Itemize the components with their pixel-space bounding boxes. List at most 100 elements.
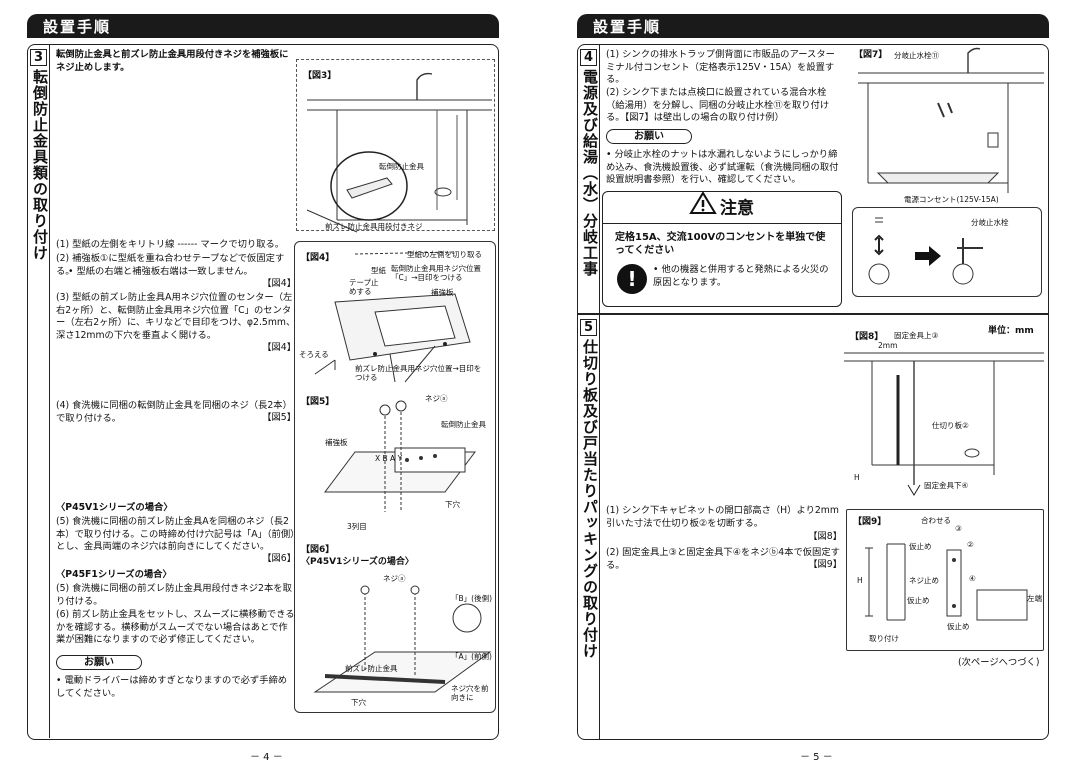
fig4-callout-template: 型紙 [371, 266, 386, 275]
fig9-callout-2: ② [967, 540, 974, 549]
figure-9-drawing [865, 543, 1028, 621]
fig7-callout-outlet: 電源コンセント(125V-15A) [904, 195, 999, 204]
section-5-sidebar: 5 仕切り板及び戸当たりパッキングの取り付け [578, 315, 600, 739]
warning-triangle-icon [689, 191, 717, 225]
fig9-callout-temp1: 仮止め [909, 542, 932, 551]
step-4: (4) 食洗機に同梱の転倒防止金具を同梱のネジ（長2本）で取り付ける。 [56, 400, 292, 424]
p45v1-heading: 〈P45V1シリーズの場合〉 [56, 502, 173, 513]
figure-4-6-box: 【図4】 型紙の左側を切り取る 型紙 転倒防止金具用ネジ穴位置「C」→目印をつけ… [294, 241, 496, 713]
fig6-callout-back: 「B」(後側) [451, 594, 492, 603]
figure-5-label: 【図5】 [301, 397, 335, 407]
continue-note: (次ページへつづく) [958, 657, 1040, 668]
fig4-callout-cut: 型紙の左側を切り取る [407, 250, 482, 259]
p45v1-step5: (5) 食洗機に同梱の前ズレ防止金具Aを同梱のネジ（長2本）で取り付ける。この時… [56, 516, 295, 552]
fig4-callout-c: 転倒防止金具用ネジ穴位置「C」→目印をつける [391, 264, 481, 282]
fig8-callout-top: 固定金具上③ [894, 331, 939, 340]
fig7-callout-valve-detail: 分岐止水栓 [971, 218, 1009, 227]
fig9-callout-h: H [857, 576, 863, 585]
s5-step-1: (1) シンク下キャビネットの開口部高さ（H）より2mm引いた寸法で仕切り板②を… [606, 505, 839, 529]
caution-box: 注意 定格15A、交流100Vのコンセントを単独で使ってください ! • 他の機… [602, 191, 842, 307]
step-6: (6) 前ズレ防止金具をセットし、スムーズに横移動できるかを確認する。横移動がス… [56, 609, 295, 645]
figure-3: 【図3】 転倒防止金具 前ズレ防止金具用段付きネジ [296, 59, 495, 233]
caution-bold: 定格15A、交流100Vのコンセントを単独で使ってください [615, 232, 826, 256]
section-5-title: 仕切り板及び戸当たりパッキングの取り付け [581, 339, 599, 659]
fig9-callout-4: ④ [969, 574, 976, 583]
fig8-callout-2mm: 2mm [878, 341, 898, 350]
figure-9-label: 【図9】 [853, 517, 887, 527]
onegai-text: • 電動ドライバーは締めすぎとなりますので必ず手締めしてください。 [56, 675, 288, 699]
prohibit-icon: ! [617, 264, 647, 294]
section-frame: 4 電源及び給湯（水）分岐工事 (1) シンクの排水トラップ側背面に市販品のアー… [577, 44, 1049, 740]
page-number-right: － 5 － [800, 752, 833, 763]
header-bar: 設置手順 [27, 14, 499, 38]
step-3: (3) 型紙の前ズレ防止金具A用ネジ穴位置のセンター（左右2ヶ所）と、転倒防止金… [56, 292, 296, 341]
figure-7-drawing [858, 47, 1044, 193]
step-2-ref: 【図4】 [262, 278, 296, 289]
page-header-title: 設置手順 [593, 18, 662, 36]
header-bar: 設置手順 [577, 14, 1049, 38]
fig6-callout-forward: ネジ穴を前向きに [451, 684, 489, 702]
section-title: 転倒防止金具類の取り付け [31, 69, 49, 261]
figure-4-drawing [314, 251, 471, 383]
fig7-callout-valve: 分岐止水栓⑪ [894, 51, 939, 60]
callout-tenpo-kanagu: 転倒防止金具 [379, 162, 424, 171]
callout-screw: 前ズレ防止金具用段付きネジ [325, 222, 423, 231]
fig9-callout-temp2: 仮止め [907, 596, 930, 605]
fig9-callout-screw: ネジ止め [909, 576, 939, 585]
fig9-callout-left: 左端 [1027, 594, 1042, 603]
figure-7: 【図7】 分岐止水栓⑪ 電源コンセント(125V-15A) [848, 43, 1044, 301]
section-intro: 転倒防止金具と前ズレ防止金具用段付きネジを補強板にネジ止めします。 [56, 49, 289, 73]
figure-label: 【図3】 [303, 71, 337, 81]
figure-7-detail-drawing [868, 217, 983, 285]
fig5-callout-screw: ネジⓐ [425, 394, 448, 403]
figure-8-label: 【図8】 [850, 332, 884, 342]
fig8-callout-h: H [854, 473, 860, 482]
caution-heading: 注意 [603, 191, 841, 225]
figure-9: 【図9】 合わせる ③ 仮止め ② ネジ止め H ④ 仮止め 仮止め 取り付け … [846, 509, 1044, 651]
s5-step-2: (2) 固定金具上③と固定金具下④をネジⓑ4本で仮固定する。 [606, 547, 840, 571]
caution-text: • 他の機器と併用すると発熱による火災の原因となります。 [653, 264, 829, 288]
fig6-callout-bracket: 前ズレ防止金具 [345, 664, 398, 673]
step-2-note: • 型紙の右端と補強板右端は一致しません。 [68, 266, 253, 277]
figure-7-detail: 分岐止水栓 [852, 207, 1042, 297]
section-4-number: 4 [580, 49, 597, 66]
figure-6-drawing [313, 585, 492, 693]
section-frame: 3 転倒防止金具類の取り付け 転倒防止金具と前ズレ防止金具用段付きネジを補強板に… [27, 44, 499, 740]
caution-title: 注意 [720, 198, 754, 219]
figure-5-drawing [324, 400, 476, 512]
figure-3-drawing [306, 72, 492, 233]
fig5-callout-row3: 3列目 [347, 522, 367, 531]
onegai-label: お願い [606, 129, 692, 144]
figure-8: 【図8】 固定金具上③ 2mm 仕切り板② H 固定金具下④ [844, 325, 1044, 496]
fig5-callout-board: 補強板 [325, 438, 348, 447]
figure-7-label: 【図7】 [854, 50, 888, 60]
section-sidebar: 3 転倒防止金具類の取り付け [28, 45, 50, 738]
section-4-sidebar: 4 電源及び給湯（水）分岐工事 [578, 45, 600, 313]
figure-6-sub: 〈P45V1シリーズの場合〉 [301, 557, 414, 567]
section-divider [578, 313, 1048, 315]
p45f1-step5: (5) 食洗機に同梱の前ズレ防止金具用段付きネジ2本を取り付ける。 [56, 583, 292, 607]
s5-step-2-ref: 【図9】 [808, 559, 842, 570]
step-2: (2) 補強板①に型紙を重ね合わせテープなどで仮固定する。 [56, 253, 285, 277]
s4-step-1: (1) シンクの排水トラップ側背面に市販品のアースターミナル付コンセント（定格表… [606, 49, 835, 85]
p45f1-heading: 〈P45F1シリーズの場合〉 [56, 569, 172, 580]
fig5-callout-hole: 下穴 [445, 500, 460, 509]
fig6-callout-hole: 下穴 [351, 698, 366, 707]
figure-8-drawing [844, 352, 1044, 496]
step-4-ref: 【図5】 [262, 412, 296, 423]
fig5-callout-bracket: 転倒防止金具 [441, 420, 486, 429]
figure-4-label: 【図4】 [301, 253, 335, 263]
fig6-callout-front: 「A」(前側) [451, 652, 492, 661]
page-right: 設置手順 4 電源及び給湯（水）分岐工事 (1) シンクの排水トラップ側背面に市… [577, 14, 1049, 740]
onegai-label: お願い [56, 655, 142, 670]
fig4-callout-tape: テープ止めする [349, 278, 379, 296]
step-3-ref: 【図4】 [262, 342, 296, 353]
section-5-number: 5 [580, 319, 597, 336]
section-4-title: 電源及び給湯（水）分岐工事 [581, 69, 599, 277]
page-left: 設置手順 3 転倒防止金具類の取り付け 転倒防止金具と前ズレ防止金具用段付きネジ… [27, 14, 499, 740]
fig8-callout-board: 仕切り板② [932, 421, 969, 430]
unit-label: 単位：mm [988, 326, 1034, 336]
figure-6-label: 【図6】 [301, 545, 335, 555]
fig8-callout-bottom: 固定金具下④ [924, 481, 969, 490]
section-number: 3 [30, 49, 47, 66]
